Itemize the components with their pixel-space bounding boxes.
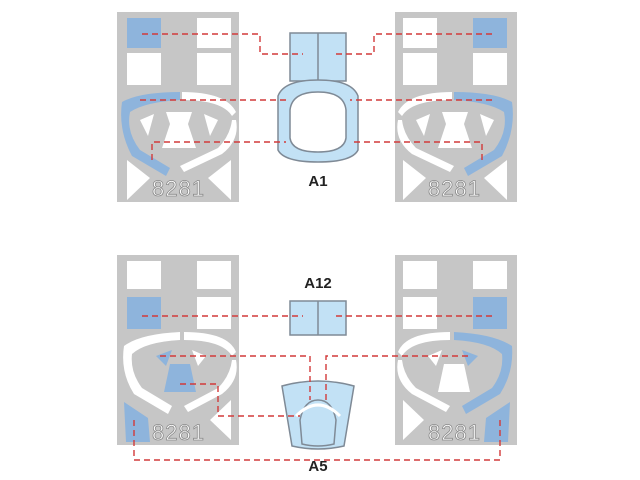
mask-square bbox=[127, 297, 161, 329]
sheet-top-left: 8281 bbox=[117, 12, 239, 202]
mask-square bbox=[473, 18, 507, 48]
sheet-number: 8281 bbox=[152, 420, 205, 445]
leader-lines-bottom bbox=[133, 315, 501, 461]
sheet-number: 8281 bbox=[428, 420, 481, 445]
sheet-number: 8281 bbox=[428, 176, 481, 201]
part-a1: A1 bbox=[277, 32, 359, 190]
part-a5: A5 bbox=[281, 380, 355, 475]
mask-square bbox=[127, 18, 161, 48]
leader-lines-top bbox=[140, 33, 492, 160]
mask-square bbox=[473, 297, 507, 329]
label-a12: A12 bbox=[304, 275, 332, 292]
part-a12: A12 bbox=[289, 275, 347, 336]
label-a5: A5 bbox=[308, 458, 327, 475]
label-a1: A1 bbox=[308, 173, 327, 190]
sheet-bottom-right: 8281 bbox=[395, 255, 517, 445]
sheet-top-right: 8281 bbox=[395, 12, 517, 202]
sheet-number: 8281 bbox=[152, 176, 205, 201]
sheet-bottom-left: 8281 bbox=[117, 255, 239, 445]
